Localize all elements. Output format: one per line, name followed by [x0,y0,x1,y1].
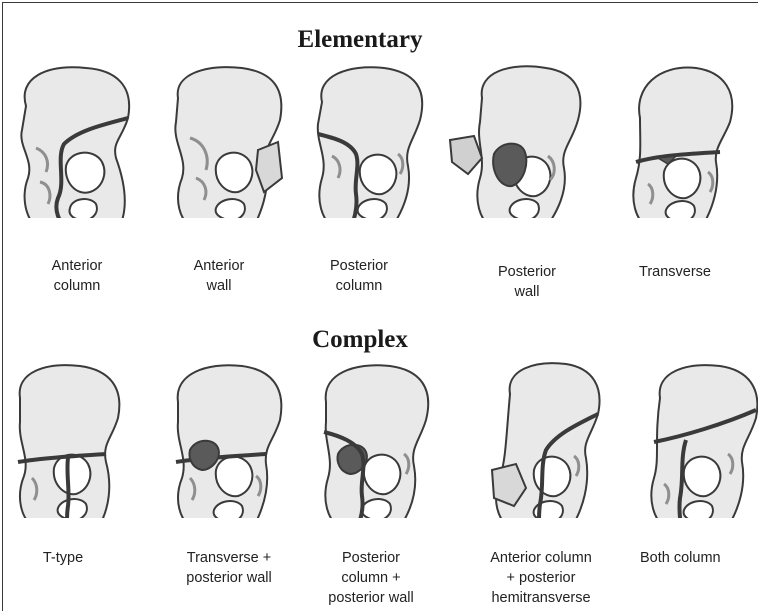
caption-line: Anterior [2,256,152,276]
anterior-column-illustration [6,58,156,218]
caption-line: Both column [640,548,758,568]
caption-line: wall [144,276,294,296]
caption-line: Transverse [600,262,750,282]
caption-transverse-posterior-wall: Transverse + posterior wall [154,548,304,588]
anterior-wall-illustration [160,58,310,218]
caption-posterior-column-posterior-wall: Posterior column + posterior wall [296,548,446,608]
caption-line: + posterior [466,568,616,588]
caption-line: wall [452,282,602,302]
both-column-illustration [624,358,758,518]
anterior-column-posterior-hemitransverse-illustration [470,358,620,518]
section-title-elementary: Elementary [0,26,720,54]
caption-line: posterior wall [154,568,304,588]
caption-t-type: T-type [0,548,138,568]
caption-line: Posterior [296,548,446,568]
caption-line: Posterior [284,256,434,276]
caption-anterior-wall: Anterior wall [144,256,294,296]
caption-line: hemitransverse [466,588,616,608]
caption-line: Anterior column [466,548,616,568]
section-title-complex: Complex [0,326,720,354]
posterior-column-posterior-wall-illustration [304,358,454,518]
caption-line: column [2,276,152,296]
transverse-posterior-wall-illustration [160,358,310,518]
caption-line: column [284,276,434,296]
caption-anterior-column-posterior-hemitransverse: Anterior column + posterior hemitransver… [466,548,616,608]
caption-line: Posterior [452,262,602,282]
caption-posterior-wall: Posterior wall [452,262,602,302]
caption-posterior-column: Posterior column [284,256,434,296]
caption-line: T-type [0,548,138,568]
caption-line: Transverse + [154,548,304,568]
caption-both-column: Both column [640,548,758,568]
caption-line: posterior wall [296,588,446,608]
t-type-illustration [6,358,156,518]
transverse-illustration [604,58,754,218]
posterior-column-illustration [300,58,450,218]
caption-line: Anterior [144,256,294,276]
posterior-wall-illustration [448,58,598,218]
caption-anterior-column: Anterior column [2,256,152,296]
caption-transverse: Transverse [600,262,750,282]
caption-line: column + [296,568,446,588]
